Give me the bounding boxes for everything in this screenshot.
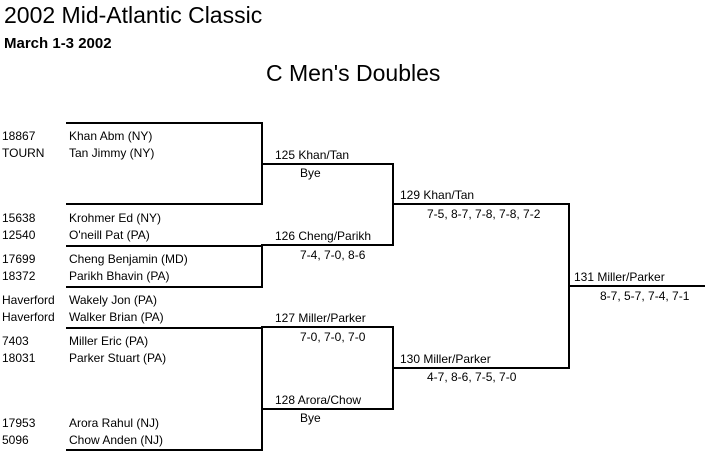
seed-id: Haverford xyxy=(2,293,55,307)
tournament-dates: March 1-3 2002 xyxy=(4,35,112,52)
seed-id: Haverford xyxy=(2,310,55,324)
match-score: 4-7, 8-6, 7-5, 7-0 xyxy=(427,370,517,384)
seed-id: 17953 xyxy=(2,416,36,430)
bracket-line xyxy=(66,449,262,451)
bracket-connector xyxy=(261,327,263,451)
seed-id: TOURN xyxy=(2,146,45,160)
bracket-line xyxy=(261,408,393,410)
match-score: 7-4, 7-0, 8-6 xyxy=(300,248,366,262)
bracket-line xyxy=(261,244,393,246)
match-label: 128 Arora/Chow xyxy=(275,393,362,407)
player-name: Krohmer Ed (NY) xyxy=(69,211,162,225)
player-name: Walker Brian (PA) xyxy=(69,310,164,324)
seed-id: 12540 xyxy=(2,228,36,242)
bracket-line xyxy=(568,285,705,287)
bracket-line xyxy=(392,367,569,369)
bracket-line xyxy=(66,245,262,247)
match-score: 7-5, 8-7, 7-8, 7-8, 7-2 xyxy=(427,207,541,221)
match-label: 125 Khan/Tan xyxy=(275,148,350,162)
final-label: 131 Miller/Parker xyxy=(574,270,665,284)
player-name: Parikh Bhavin (PA) xyxy=(69,269,170,283)
match-score: Bye xyxy=(300,166,321,180)
bracket-line xyxy=(66,286,262,288)
player-name: Parker Stuart (PA) xyxy=(69,351,167,365)
match-score: Bye xyxy=(300,411,321,425)
seed-id: 18372 xyxy=(2,269,36,283)
match-score: 7-0, 7-0, 7-0 xyxy=(300,330,366,344)
bracket-line xyxy=(66,203,262,205)
player-name: Miller Eric (PA) xyxy=(69,334,149,348)
player-name: O'neill Pat (PA) xyxy=(69,228,150,242)
seed-id: 7403 xyxy=(2,334,29,348)
match-label: 130 Miller/Parker xyxy=(400,352,491,366)
tournament-title: 2002 Mid-Atlantic Classic xyxy=(4,2,263,28)
event-title: C Men's Doubles xyxy=(266,60,441,86)
bracket-line xyxy=(392,203,569,205)
bracket-line xyxy=(66,327,262,329)
player-name: Cheng Benjamin (MD) xyxy=(69,252,188,266)
bracket-line xyxy=(66,122,262,124)
bracket-line xyxy=(261,326,393,328)
seed-id: 17699 xyxy=(2,252,36,266)
seed-id: 18031 xyxy=(2,351,36,365)
bracket-connector xyxy=(261,245,263,288)
seed-id: 18867 xyxy=(2,129,36,143)
bracket-line xyxy=(261,163,393,165)
player-name: Arora Rahul (NJ) xyxy=(69,416,160,430)
match-label: 129 Khan/Tan xyxy=(400,188,475,202)
seed-id: 15638 xyxy=(2,211,36,225)
player-name: Tan Jimmy (NY) xyxy=(69,146,155,160)
player-name: Khan Abm (NY) xyxy=(69,129,153,143)
match-label: 127 Miller/Parker xyxy=(275,311,366,325)
player-name: Wakely Jon (PA) xyxy=(69,293,158,307)
player-name: Chow Anden (NJ) xyxy=(69,433,164,447)
final-score: 8-7, 5-7, 7-4, 7-1 xyxy=(600,289,690,303)
seed-id: 5096 xyxy=(2,433,29,447)
match-label: 126 Cheng/Parikh xyxy=(275,229,372,243)
